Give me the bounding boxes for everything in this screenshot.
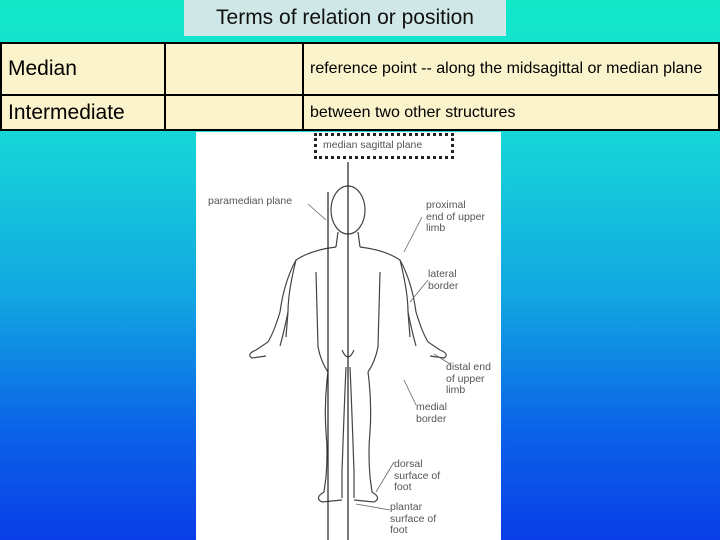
slide-title: Terms of relation or position — [184, 0, 506, 36]
label-paramedian-plane: paramedian plane — [208, 195, 293, 207]
terms-table: Median reference point -- along the mids… — [0, 42, 720, 131]
label-distal-end: distal end of upper limb — [446, 361, 491, 396]
anatomical-figure: median sagittal plane paramedian plane p… — [196, 132, 501, 540]
label-proximal-end: proximal end of upper limb — [426, 199, 485, 234]
highlight-dotted-box — [314, 133, 454, 159]
label-lateral-border: lateral border — [428, 268, 459, 292]
term-cell: Intermediate — [0, 94, 166, 131]
definition-cell: reference point -- along the midsagittal… — [302, 42, 720, 96]
label-dorsal-surface: dorsal surface of foot — [394, 458, 441, 493]
label-median-sagittal-plane: median sagittal plane — [323, 139, 423, 151]
label-plantar-surface: plantar surface of foot — [390, 501, 437, 536]
term-cell: Median — [0, 42, 166, 96]
definition-cell: between two other structures — [302, 94, 720, 131]
empty-cell — [164, 94, 304, 131]
table-row: Median reference point -- along the mids… — [0, 42, 720, 96]
label-medial-border: medial border — [416, 401, 447, 425]
body-outline-drawing — [249, 162, 451, 540]
empty-cell — [164, 42, 304, 96]
table-row: Intermediate between two other structure… — [0, 94, 720, 131]
